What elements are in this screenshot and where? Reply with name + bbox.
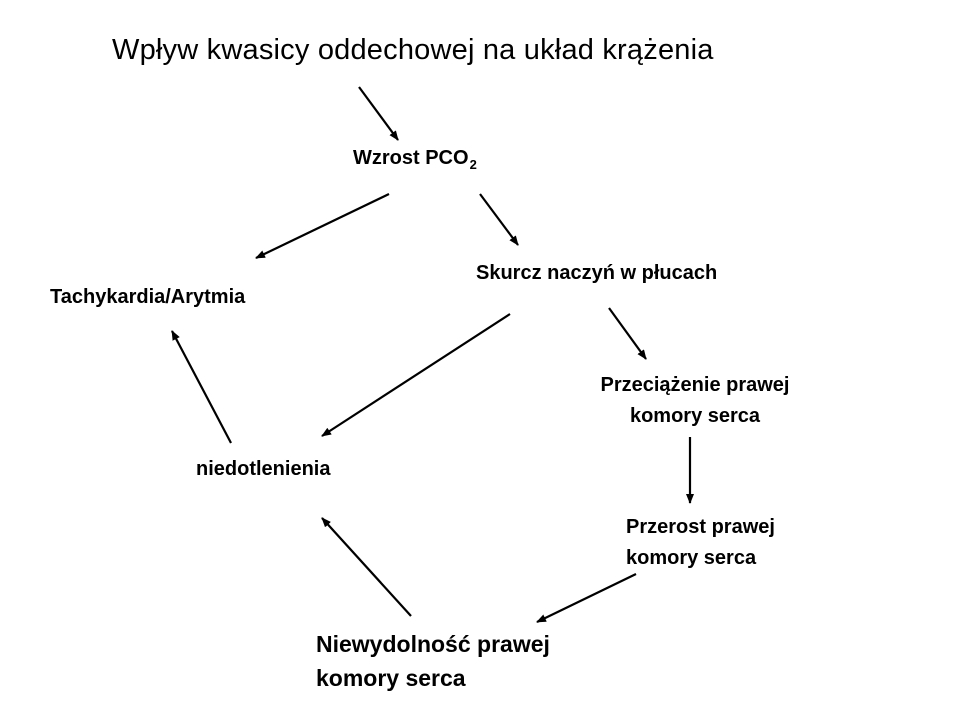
arrow-przerost-to-niewydolnosc — [536, 573, 637, 623]
node-przeciazenie-line1: Przeciążenie prawej — [600, 374, 790, 396]
node-przerost-line1: Przerost prawej — [626, 516, 775, 538]
node-wzrost-pco2-subscript: 2 — [469, 157, 477, 172]
node-przerost: Przerost prawej komory serca — [626, 512, 775, 574]
node-skurcz: Skurcz naczyń w płucach — [476, 262, 718, 284]
node-przerost-line2: komory serca — [626, 547, 757, 569]
arrow-title-to-wzrost — [358, 86, 399, 141]
diagram-title: Wpływ kwasicy oddechowej na układ krążen… — [112, 34, 714, 66]
node-niewydolnosc-line1: Niewydolność prawej — [316, 631, 550, 657]
arrow-niewydolnosc-to-niedotlenienia — [321, 517, 412, 617]
arrow-skurcz-to-niedotlenienia — [321, 313, 511, 437]
arrow-wzrost-to-tachykardia — [255, 193, 390, 259]
node-przeciazenie: Przeciążenie prawej komory serca — [570, 370, 820, 432]
node-tachykardia: Tachykardia/Arytmia — [50, 286, 246, 308]
node-niewydolnosc: Niewydolność prawej komory serca — [316, 627, 550, 695]
node-niewydolnosc-line2: komory serca — [316, 665, 466, 691]
arrow-niedotlenienia-to-tachykardia — [171, 330, 232, 444]
arrow-skurcz-to-przeciazenie — [608, 307, 647, 360]
node-wzrost-pco2: Wzrost PCO2 — [353, 143, 477, 180]
node-niedotlenienia: niedotlenienia — [196, 458, 331, 480]
node-wzrost-pco2-text: Wzrost PCO — [353, 147, 469, 169]
arrow-wzrost-to-skurcz — [479, 193, 519, 246]
node-przeciazenie-line2: komory serca — [629, 405, 761, 427]
